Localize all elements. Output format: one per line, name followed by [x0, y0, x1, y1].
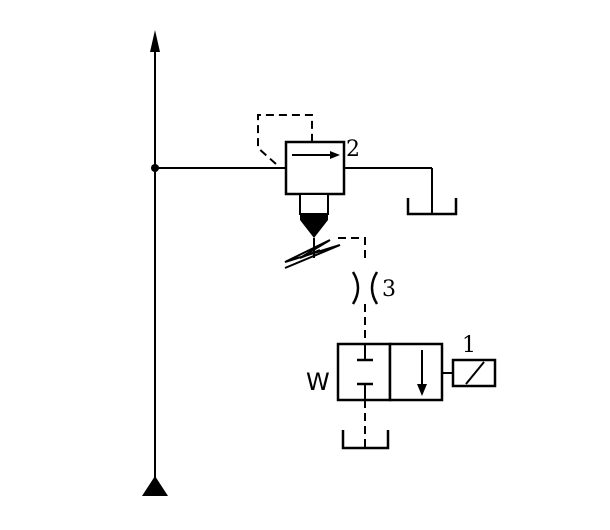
flow-arrow-icon	[330, 151, 340, 159]
tank-icon	[406, 198, 458, 216]
orifice-label: 3	[382, 277, 396, 302]
drain-tank-icon	[341, 430, 390, 450]
pump-triangle-icon	[142, 476, 168, 496]
vent-cone-icon	[300, 214, 328, 238]
relief-valve-label: 2	[346, 137, 360, 162]
valve-box-right	[388, 342, 444, 402]
relief-valve	[257, 114, 346, 269]
pilot-line	[257, 114, 313, 165]
vent-line	[338, 237, 366, 262]
up-arrow-icon	[150, 30, 160, 52]
spring-icon	[284, 239, 341, 269]
main-pressure-line	[150, 30, 160, 478]
solenoid-valve-label: 1	[462, 333, 476, 358]
solenoid-valve	[336, 342, 497, 402]
orifice	[351, 271, 379, 305]
down-arrow-icon	[417, 384, 427, 396]
spring-return-label: W	[306, 368, 330, 396]
